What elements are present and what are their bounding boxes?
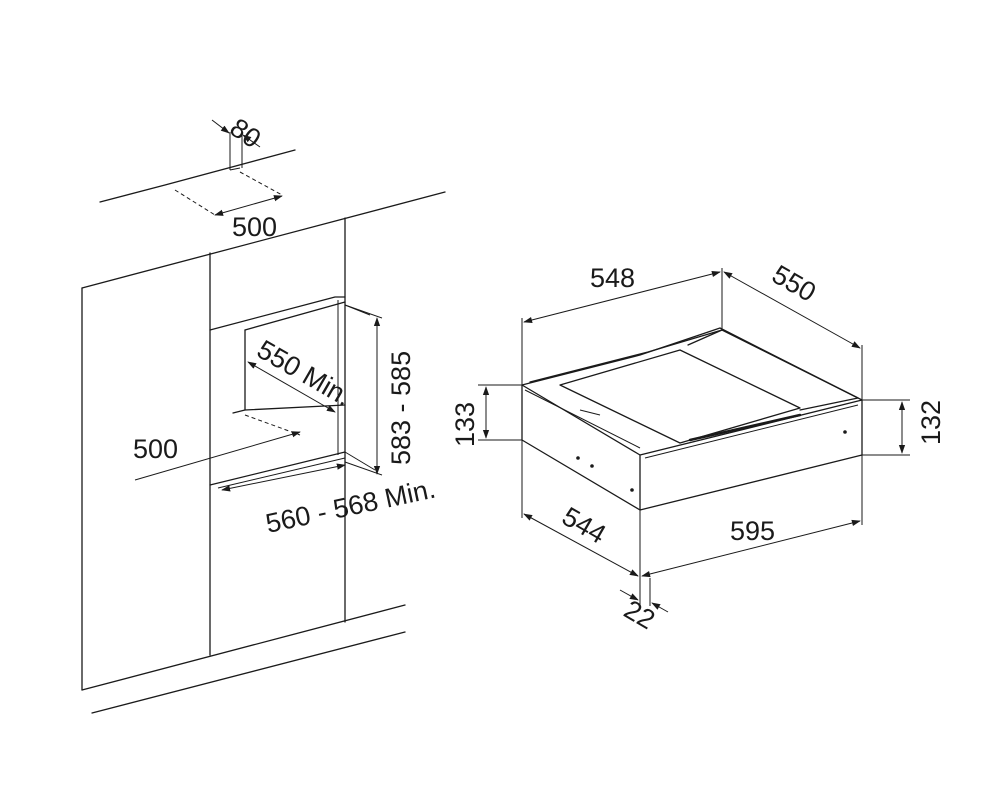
top-plate [559,349,801,444]
dim-560-568 [221,463,346,492]
front-panel [639,399,863,511]
front-indicator-dot [843,430,847,434]
side-dot-1 [576,456,580,460]
front-panel-inner [644,404,859,459]
cabinet-drawing: 80 500 550 Min. 583 - 585 500 560 - 568 … [81,112,446,714]
top-plate-right [687,329,859,411]
counter-cutout-side [239,171,283,196]
inner-shelf [232,404,346,414]
label-80: 80 [225,112,267,154]
counter-top-front [81,191,446,289]
label-22: 22 [619,594,660,635]
control-strip [688,413,802,442]
dim-80-arrow-1 [211,119,230,134]
base-line-1 [81,604,406,691]
dim-side-500 [134,431,301,481]
label-top-500: 500 [232,212,277,242]
niche-floor-inner [217,457,346,489]
label-583-585: 583 - 585 [386,351,416,465]
appliance-drawing: 548 550 133 132 544 595 22 [450,259,946,635]
side-dot-3 [630,488,634,492]
body-left-side [521,384,641,511]
label-544: 544 [557,501,611,550]
dim-top-500 [214,195,283,216]
niche-floor [209,451,346,486]
niche-opening [209,296,346,331]
base-line-2 [91,631,406,714]
shelf-dash [244,414,301,436]
label-548: 548 [590,263,635,293]
dim-550-min [247,361,336,413]
dim-550 [723,271,861,349]
dim-544 [523,513,639,577]
label-133: 133 [450,402,480,447]
dim-height-ext-top [344,304,383,319]
dim-548 [523,270,721,324]
counter-top-edge [99,149,296,203]
body-top-front [521,384,641,456]
side-dot-2 [590,464,594,468]
counter-cutout-front [174,189,216,216]
dim-595 [641,519,861,578]
niche-back-top [244,301,346,331]
label-560-568: 560 - 568 Min. [263,474,438,539]
counter-cutout-back [229,167,241,171]
label-595: 595 [730,516,775,546]
top-plate-edge [524,389,641,449]
label-side-500: 500 [133,434,178,464]
dim-80-arrow-2 [242,134,261,148]
niche-floor-front [344,451,376,471]
top-plate-left [529,329,723,383]
dim-22-arrow-1 [619,589,639,601]
label-132: 132 [916,400,946,445]
dim-height-ext-bot [344,461,383,476]
top-plate-edge-2 [579,409,601,416]
dim-22-arrow-2 [651,602,669,613]
